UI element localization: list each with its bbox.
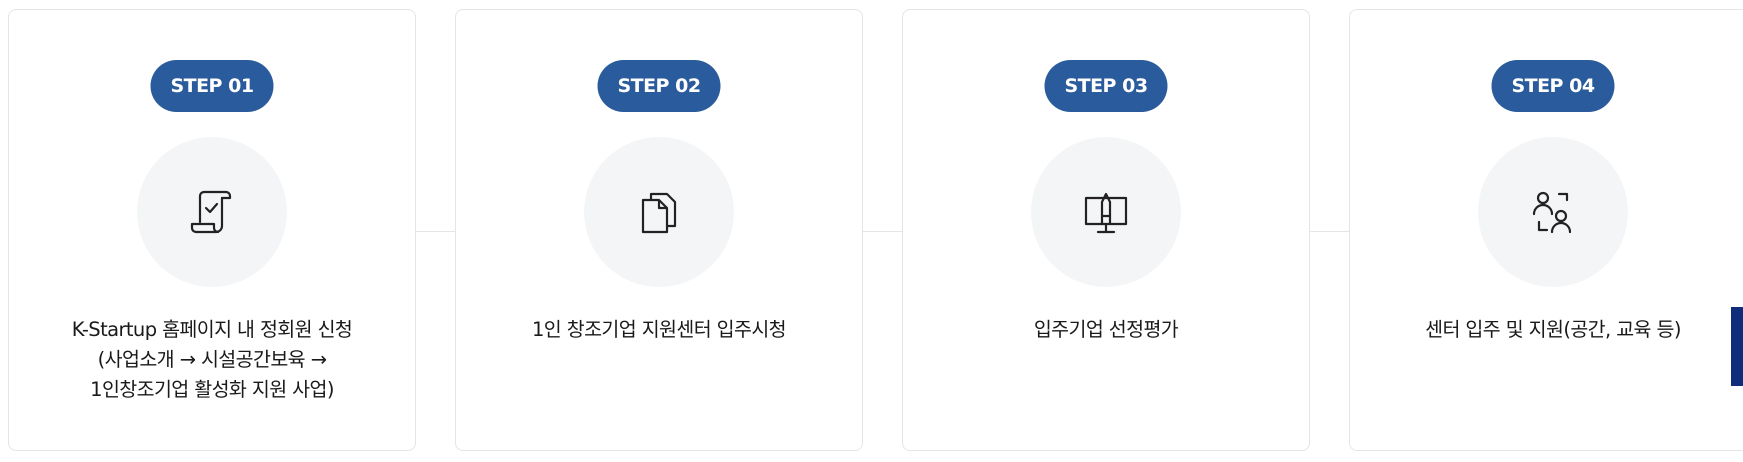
step-description-line: 1인 창조기업 지원센터 입주시청 — [531, 318, 787, 341]
step-description-line: (사업소개 → 시설공간보육 → — [97, 348, 327, 371]
step-description-line: 센터 입주 및 지원(공간, 교육 등) — [1425, 318, 1681, 341]
step-description-line: K-Startup 홈페이지 내 정회원 신청 — [71, 318, 353, 341]
step-badge: STEP 02 — [597, 60, 721, 112]
step-description: K-Startup 홈페이지 내 정회원 신청 (사업소개 → 시설공간보육 →… — [29, 315, 395, 405]
step-icon-circle — [1478, 137, 1628, 287]
step-card-02: STEP 02 1인 창조기업 지원센터 입주시청 — [455, 9, 863, 451]
step-icon-circle — [584, 137, 734, 287]
step-description: 센터 입주 및 지원(공간, 교육 등) — [1370, 315, 1736, 345]
step-icon-circle — [137, 137, 287, 287]
step-description: 1인 창조기업 지원센터 입주시청 — [476, 315, 842, 345]
step-badge: STEP 03 — [1044, 60, 1168, 112]
certificate-scroll-icon — [190, 190, 232, 234]
step-connector — [1310, 231, 1349, 232]
step-icon-circle — [1031, 137, 1181, 287]
step-description-line: 1인창조기업 활성화 지원 사업) — [90, 378, 334, 401]
step-description: 입주기업 선정평가 — [923, 315, 1289, 345]
step-card-04: STEP 04 센터 입주 및 지원(공간, 교육 등) — [1349, 9, 1743, 451]
step-badge: STEP 01 — [150, 60, 274, 112]
side-tab[interactable] — [1731, 307, 1743, 386]
step-description-line: 입주기업 선정평가 — [1033, 318, 1179, 341]
step-connector — [863, 231, 902, 232]
step-badge: STEP 04 — [1491, 60, 1615, 112]
step-card-03: STEP 03 입주기업 선정평가 — [902, 9, 1310, 451]
step-card-01: STEP 01 K-Startup 홈페이지 내 정회원 신청 (사업소개 → … — [8, 9, 416, 451]
documents-icon — [641, 192, 677, 234]
step-connector — [416, 231, 455, 232]
people-focus-icon — [1532, 191, 1572, 234]
presentation-board-icon — [1084, 192, 1128, 234]
